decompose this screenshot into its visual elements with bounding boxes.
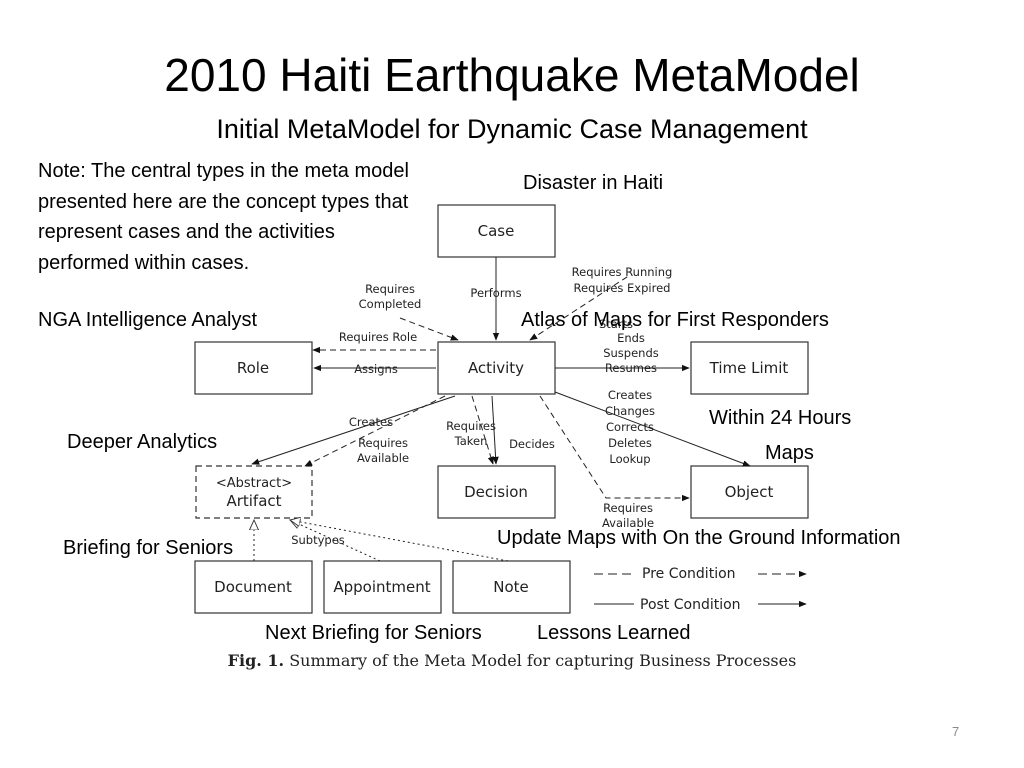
edge-label-requires: Requires xyxy=(446,419,496,433)
slide-subtitle: Initial MetaModel for Dynamic Case Manag… xyxy=(216,114,808,144)
node-note: Note xyxy=(452,560,571,614)
edge-requires-available xyxy=(304,395,446,467)
page-number: 7 xyxy=(952,724,960,739)
edge-label-obj-corrects: Corrects xyxy=(606,420,654,434)
edge-decides xyxy=(491,395,499,465)
edge-requires-completed xyxy=(399,317,459,341)
edge-label-taken: Taken xyxy=(454,434,488,448)
annotation-update-maps: Update Maps with On the Ground Informati… xyxy=(497,527,901,549)
annotation-deeper-analytics: Deeper Analytics xyxy=(67,431,218,453)
svg-text:Appointment: Appointment xyxy=(333,578,430,596)
figure-caption: Fig. 1. Summary of the Meta Model for ca… xyxy=(0,649,1024,673)
edge-object xyxy=(554,391,751,467)
annotation-maps: Maps xyxy=(765,442,814,464)
annotation-briefing: Briefing for Seniors xyxy=(63,537,234,559)
edge-label-requires: Requires xyxy=(358,436,408,450)
node-case: Case xyxy=(437,204,556,258)
svg-text:Case: Case xyxy=(478,222,515,240)
svg-text:Note: Note xyxy=(493,578,529,596)
edge-object-requires xyxy=(539,395,690,502)
svg-text:<Abstract>: <Abstract> xyxy=(216,476,292,491)
edge-label-obj-requires: Requires xyxy=(603,501,653,515)
annotation-lessons-learned: Lessons Learned xyxy=(537,622,691,644)
edge-label-obj-changes: Changes xyxy=(605,404,655,418)
annotation-disaster: Disaster in Haiti xyxy=(523,172,664,194)
svg-text:Object: Object xyxy=(725,483,774,501)
node-role: Role xyxy=(194,341,313,395)
edge-label-suspends: Suspends xyxy=(603,346,659,360)
legend-post-condition: Post Condition xyxy=(640,597,741,613)
edge-label-resumes: Resumes xyxy=(605,361,657,375)
svg-text:Document: Document xyxy=(214,578,292,596)
edge-subtype-note xyxy=(290,520,509,562)
svg-text:Time Limit: Time Limit xyxy=(709,359,789,377)
edge-subtype-appointment xyxy=(290,520,381,562)
annotation-atlas: Atlas of Maps for First Responders xyxy=(521,309,829,331)
note-text: Note: The central types in the meta mode… xyxy=(38,160,409,274)
edge-label-performs: Performs xyxy=(470,286,521,300)
edge-label-requires-running: Requires Running xyxy=(572,265,673,279)
edge-creates xyxy=(251,395,456,465)
edge-requires-taken xyxy=(471,395,494,465)
node-appointment: Appointment xyxy=(323,560,442,614)
annotation-nga-analyst: NGA Intelligence Analyst xyxy=(38,309,258,331)
edge-label-requires: Requires xyxy=(365,282,415,296)
edge-label-requires-role: Requires Role xyxy=(339,330,417,344)
caption-label: Fig. 1. xyxy=(227,651,285,670)
edge-label-creates: Creates xyxy=(349,415,393,429)
edge-label-obj-deletes: Deletes xyxy=(608,436,652,450)
svg-text:Role: Role xyxy=(237,359,269,377)
edge-label-requires-expired: Requires Expired xyxy=(574,281,671,295)
node-time-limit: Time Limit xyxy=(690,341,809,395)
edge-label-subtypes: Subtypes xyxy=(291,533,345,547)
node-activity: Activity xyxy=(437,341,556,395)
slide-title: 2010 Haiti Earthquake MetaModel xyxy=(164,49,860,101)
node-document: Document xyxy=(194,560,313,614)
edge-label-available: Available xyxy=(357,451,409,465)
svg-text:Decision: Decision xyxy=(464,483,528,501)
edge-label-obj-creates: Creates xyxy=(608,388,652,402)
svg-text:Activity: Activity xyxy=(468,359,524,377)
node-artifact: <Abstract> Artifact xyxy=(195,465,313,519)
edge-label-assigns: Assigns xyxy=(354,362,398,376)
svg-text:Artifact: Artifact xyxy=(226,492,281,510)
edge-label-ends: Ends xyxy=(617,331,645,345)
edge-label-obj-lookup: Lookup xyxy=(609,452,650,466)
annotation-within-24-hours: Within 24 Hours xyxy=(709,407,852,429)
node-object: Object xyxy=(690,465,809,519)
legend-pre-condition: Pre Condition xyxy=(642,566,736,582)
edge-label-starts: Starts xyxy=(599,317,633,331)
edge-label-decides: Decides xyxy=(509,437,555,451)
edge-label-completed: Completed xyxy=(359,297,422,311)
edge-label-obj-available: Available xyxy=(602,516,654,530)
annotation-next-briefing: Next Briefing for Seniors xyxy=(265,622,482,644)
caption-text: Summary of the Meta Model for capturing … xyxy=(289,651,797,670)
legend: Pre Condition Post Condition xyxy=(594,566,807,613)
node-decision: Decision xyxy=(437,465,556,519)
